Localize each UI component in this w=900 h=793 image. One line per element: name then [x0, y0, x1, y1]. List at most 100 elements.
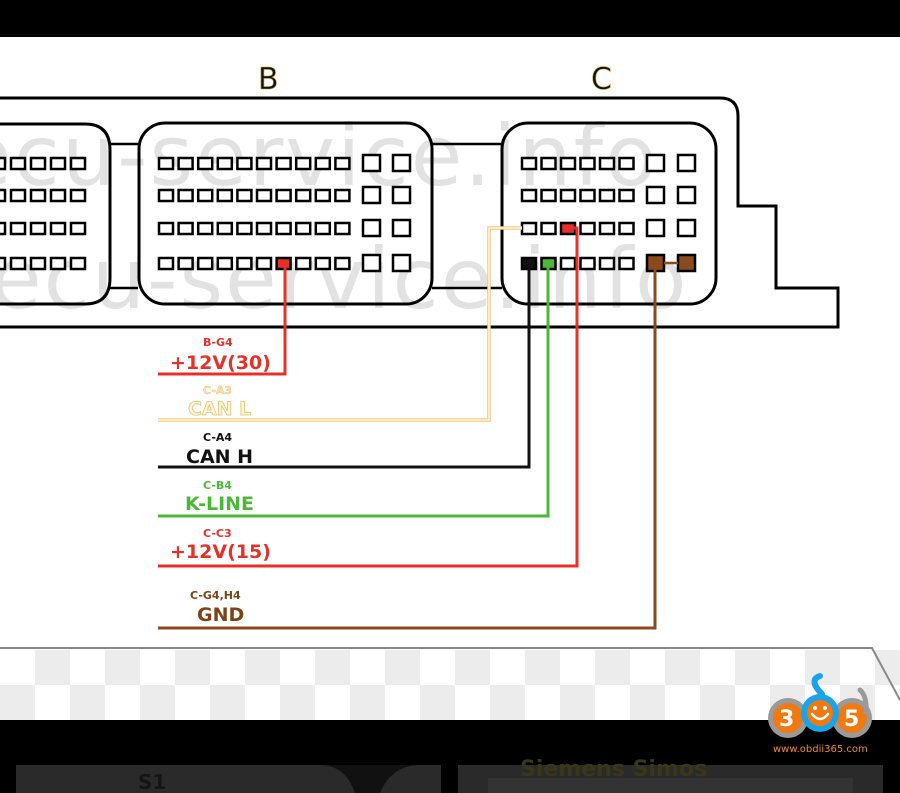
wire-12v30 — [158, 263, 287, 376]
pin — [294, 188, 312, 203]
signal-name: CAN H — [186, 446, 253, 468]
pin-large — [391, 218, 412, 238]
pin — [236, 156, 253, 171]
pin — [294, 221, 312, 236]
checker-cell — [420, 685, 455, 720]
pin — [9, 188, 27, 203]
pin — [177, 221, 194, 236]
signal-label-12v15: C-C3 +12V(15) — [170, 527, 271, 563]
preview-label-s1: S1 — [138, 770, 166, 793]
pin — [196, 256, 214, 271]
obdii365-logo: 3 5 www.obdii365.com — [768, 673, 872, 755]
checker-cell — [0, 685, 35, 720]
pin — [216, 156, 234, 171]
checker-cell — [455, 650, 490, 685]
pin — [618, 256, 635, 271]
checker-cell — [525, 650, 560, 685]
checker-cell — [245, 650, 280, 685]
pin — [334, 156, 351, 171]
pin — [216, 221, 234, 236]
pin — [294, 256, 312, 271]
pin-c-h4 — [676, 253, 697, 273]
pin-large — [361, 185, 382, 205]
pin — [9, 156, 27, 171]
wire-12v15 — [158, 226, 579, 568]
signal-label-12v30: B-G4 +12V(30) — [170, 336, 271, 374]
checker-cell — [70, 685, 105, 720]
pin — [49, 221, 67, 236]
pin-code: C-A4 — [203, 431, 232, 444]
ecu-housing — [0, 96, 840, 329]
pin-large — [391, 153, 412, 173]
pin — [255, 221, 273, 236]
pin — [9, 221, 27, 236]
checker-cell — [735, 650, 770, 685]
pin — [255, 256, 273, 271]
pin — [157, 221, 175, 236]
pin — [0, 256, 7, 271]
pin — [275, 156, 292, 171]
connector-a — [0, 122, 138, 306]
pin-large — [391, 185, 412, 205]
connector-b — [137, 121, 502, 306]
signal-name: K-LINE — [185, 493, 254, 515]
pin — [579, 221, 596, 236]
pin — [216, 188, 234, 203]
signal-label-can-l: C-A3 CAN L — [188, 384, 252, 421]
pin — [29, 188, 47, 203]
connector-c — [500, 121, 718, 306]
pin — [294, 156, 312, 171]
signal-name: +12V(30) — [170, 352, 271, 374]
pin — [196, 221, 214, 236]
pin — [0, 221, 7, 236]
pin — [618, 221, 635, 236]
pin — [579, 156, 596, 171]
logo-eye-left-icon — [813, 706, 817, 710]
pin — [0, 188, 7, 203]
checker-cell — [875, 650, 900, 685]
pin — [236, 188, 253, 203]
checker-cell — [105, 650, 140, 685]
pin — [69, 156, 87, 171]
logo-digit-3: 3 — [779, 707, 794, 732]
pin — [540, 188, 557, 203]
pin — [0, 156, 7, 171]
pin-code: C-C3 — [203, 527, 232, 540]
pin — [177, 156, 194, 171]
checker-cell — [140, 685, 175, 720]
preview-label-title: Siemens Simos — [520, 757, 707, 782]
pin — [69, 221, 87, 236]
checker-cell — [385, 650, 420, 685]
pin — [255, 188, 273, 203]
pin-large — [676, 185, 697, 205]
wire-can-h — [158, 263, 531, 469]
checker-cell — [490, 685, 525, 720]
pin-large — [645, 185, 666, 205]
pin — [559, 256, 577, 271]
checker-cell — [560, 685, 595, 720]
pin — [255, 156, 273, 171]
checker-cell — [210, 685, 245, 720]
pin-large — [676, 218, 697, 238]
pin — [598, 221, 616, 236]
pin — [49, 188, 67, 203]
checker-cell — [630, 685, 665, 720]
pin-large — [645, 218, 666, 238]
signal-name: GND — [197, 604, 244, 626]
checker-cell — [350, 685, 385, 720]
pin-c-a3 — [520, 221, 538, 236]
pin — [579, 188, 596, 203]
pin — [598, 156, 616, 171]
checker-cell — [595, 650, 630, 685]
pin — [314, 156, 332, 171]
logo-digit-5: 5 — [844, 707, 859, 732]
pin — [520, 156, 538, 171]
diagram-background — [0, 37, 900, 720]
logo-url: www.obdii365.com — [773, 744, 868, 755]
connector-b-label: B — [258, 62, 279, 97]
pin — [314, 221, 332, 236]
signal-label-k-line: C-B4 K-LINE — [185, 479, 254, 515]
pin — [520, 188, 538, 203]
pin — [157, 156, 175, 171]
